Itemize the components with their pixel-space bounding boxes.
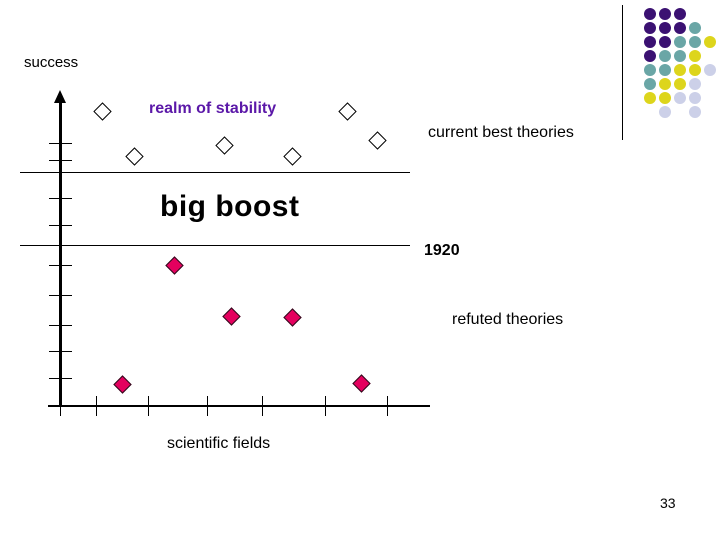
data-point-filled-diamond [221, 306, 241, 326]
decorative-dot [644, 64, 656, 76]
page-number: 33 [660, 495, 676, 511]
decorative-dot [644, 22, 656, 34]
decorative-dot [704, 36, 716, 48]
data-point-filled-diamond [282, 307, 302, 327]
decorative-dot [659, 64, 671, 76]
decorative-dot [644, 8, 656, 20]
upper-threshold-line [20, 172, 410, 173]
decorative-dot [659, 22, 671, 34]
data-point-open-diamond [214, 135, 234, 155]
decorative-dot [644, 50, 656, 62]
data-point-open-diamond [337, 101, 357, 121]
y-axis-tick [49, 378, 72, 379]
decorative-dot [644, 78, 656, 90]
decorative-dot [659, 92, 671, 104]
y-axis-tick [49, 143, 72, 144]
decorative-dot [659, 8, 671, 20]
decorative-vertical-rule [622, 5, 623, 140]
annotation-refuted-theories: refuted theories [452, 311, 564, 328]
decorative-dot [674, 8, 686, 20]
decorative-dot-grid [644, 8, 716, 120]
decorative-dot [659, 50, 671, 62]
decorative-dot [659, 36, 671, 48]
x-axis-tick [325, 396, 326, 416]
decorative-dot [674, 78, 686, 90]
decorative-dot [674, 22, 686, 34]
decorative-dot [674, 36, 686, 48]
data-point-open-diamond [92, 101, 112, 121]
x-axis-tick [262, 396, 263, 416]
x-axis-tick [60, 396, 61, 416]
x-axis-line [48, 405, 430, 407]
y-axis-line [59, 100, 62, 407]
decorative-dot [674, 50, 686, 62]
decorative-dot [659, 106, 671, 118]
decorative-dot [689, 36, 701, 48]
x-axis-tick [387, 396, 388, 416]
decorative-dot [644, 36, 656, 48]
y-axis-tick [49, 295, 72, 296]
decorative-dot [689, 92, 701, 104]
data-point-filled-diamond [164, 255, 184, 275]
annotation-realm-of-stability: realm of stability [149, 100, 277, 117]
decorative-dot [659, 78, 671, 90]
decorative-dot [644, 92, 656, 104]
x-axis-tick [207, 396, 208, 416]
decorative-dot [689, 78, 701, 90]
decorative-dot [674, 92, 686, 104]
annotation-big-boost: big boost [160, 190, 300, 223]
data-point-open-diamond [367, 130, 387, 150]
y-axis-tick [49, 160, 72, 161]
decorative-dot [689, 106, 701, 118]
data-point-filled-diamond [351, 373, 371, 393]
decorative-dot [674, 64, 686, 76]
y-axis-arrow-icon [54, 90, 66, 103]
decorative-dot [689, 22, 701, 34]
y-axis-tick [49, 198, 72, 199]
x-axis-label: scientific fields [167, 435, 271, 452]
annotation-year-1920: 1920 [424, 242, 460, 259]
y-axis-label: success [24, 54, 79, 71]
y-axis-tick [49, 225, 72, 226]
decorative-dot [704, 64, 716, 76]
x-axis-tick [148, 396, 149, 416]
lower-threshold-line [20, 245, 410, 246]
data-point-filled-diamond [112, 374, 132, 394]
x-axis-tick [96, 396, 97, 416]
annotation-current-best-theories: current best theories [428, 124, 574, 141]
decorative-dot [689, 50, 701, 62]
data-point-open-diamond [282, 146, 302, 166]
y-axis-tick [49, 265, 72, 266]
data-point-open-diamond [124, 146, 144, 166]
y-axis-tick [49, 351, 72, 352]
y-axis-tick [49, 325, 72, 326]
decorative-dot [689, 64, 701, 76]
